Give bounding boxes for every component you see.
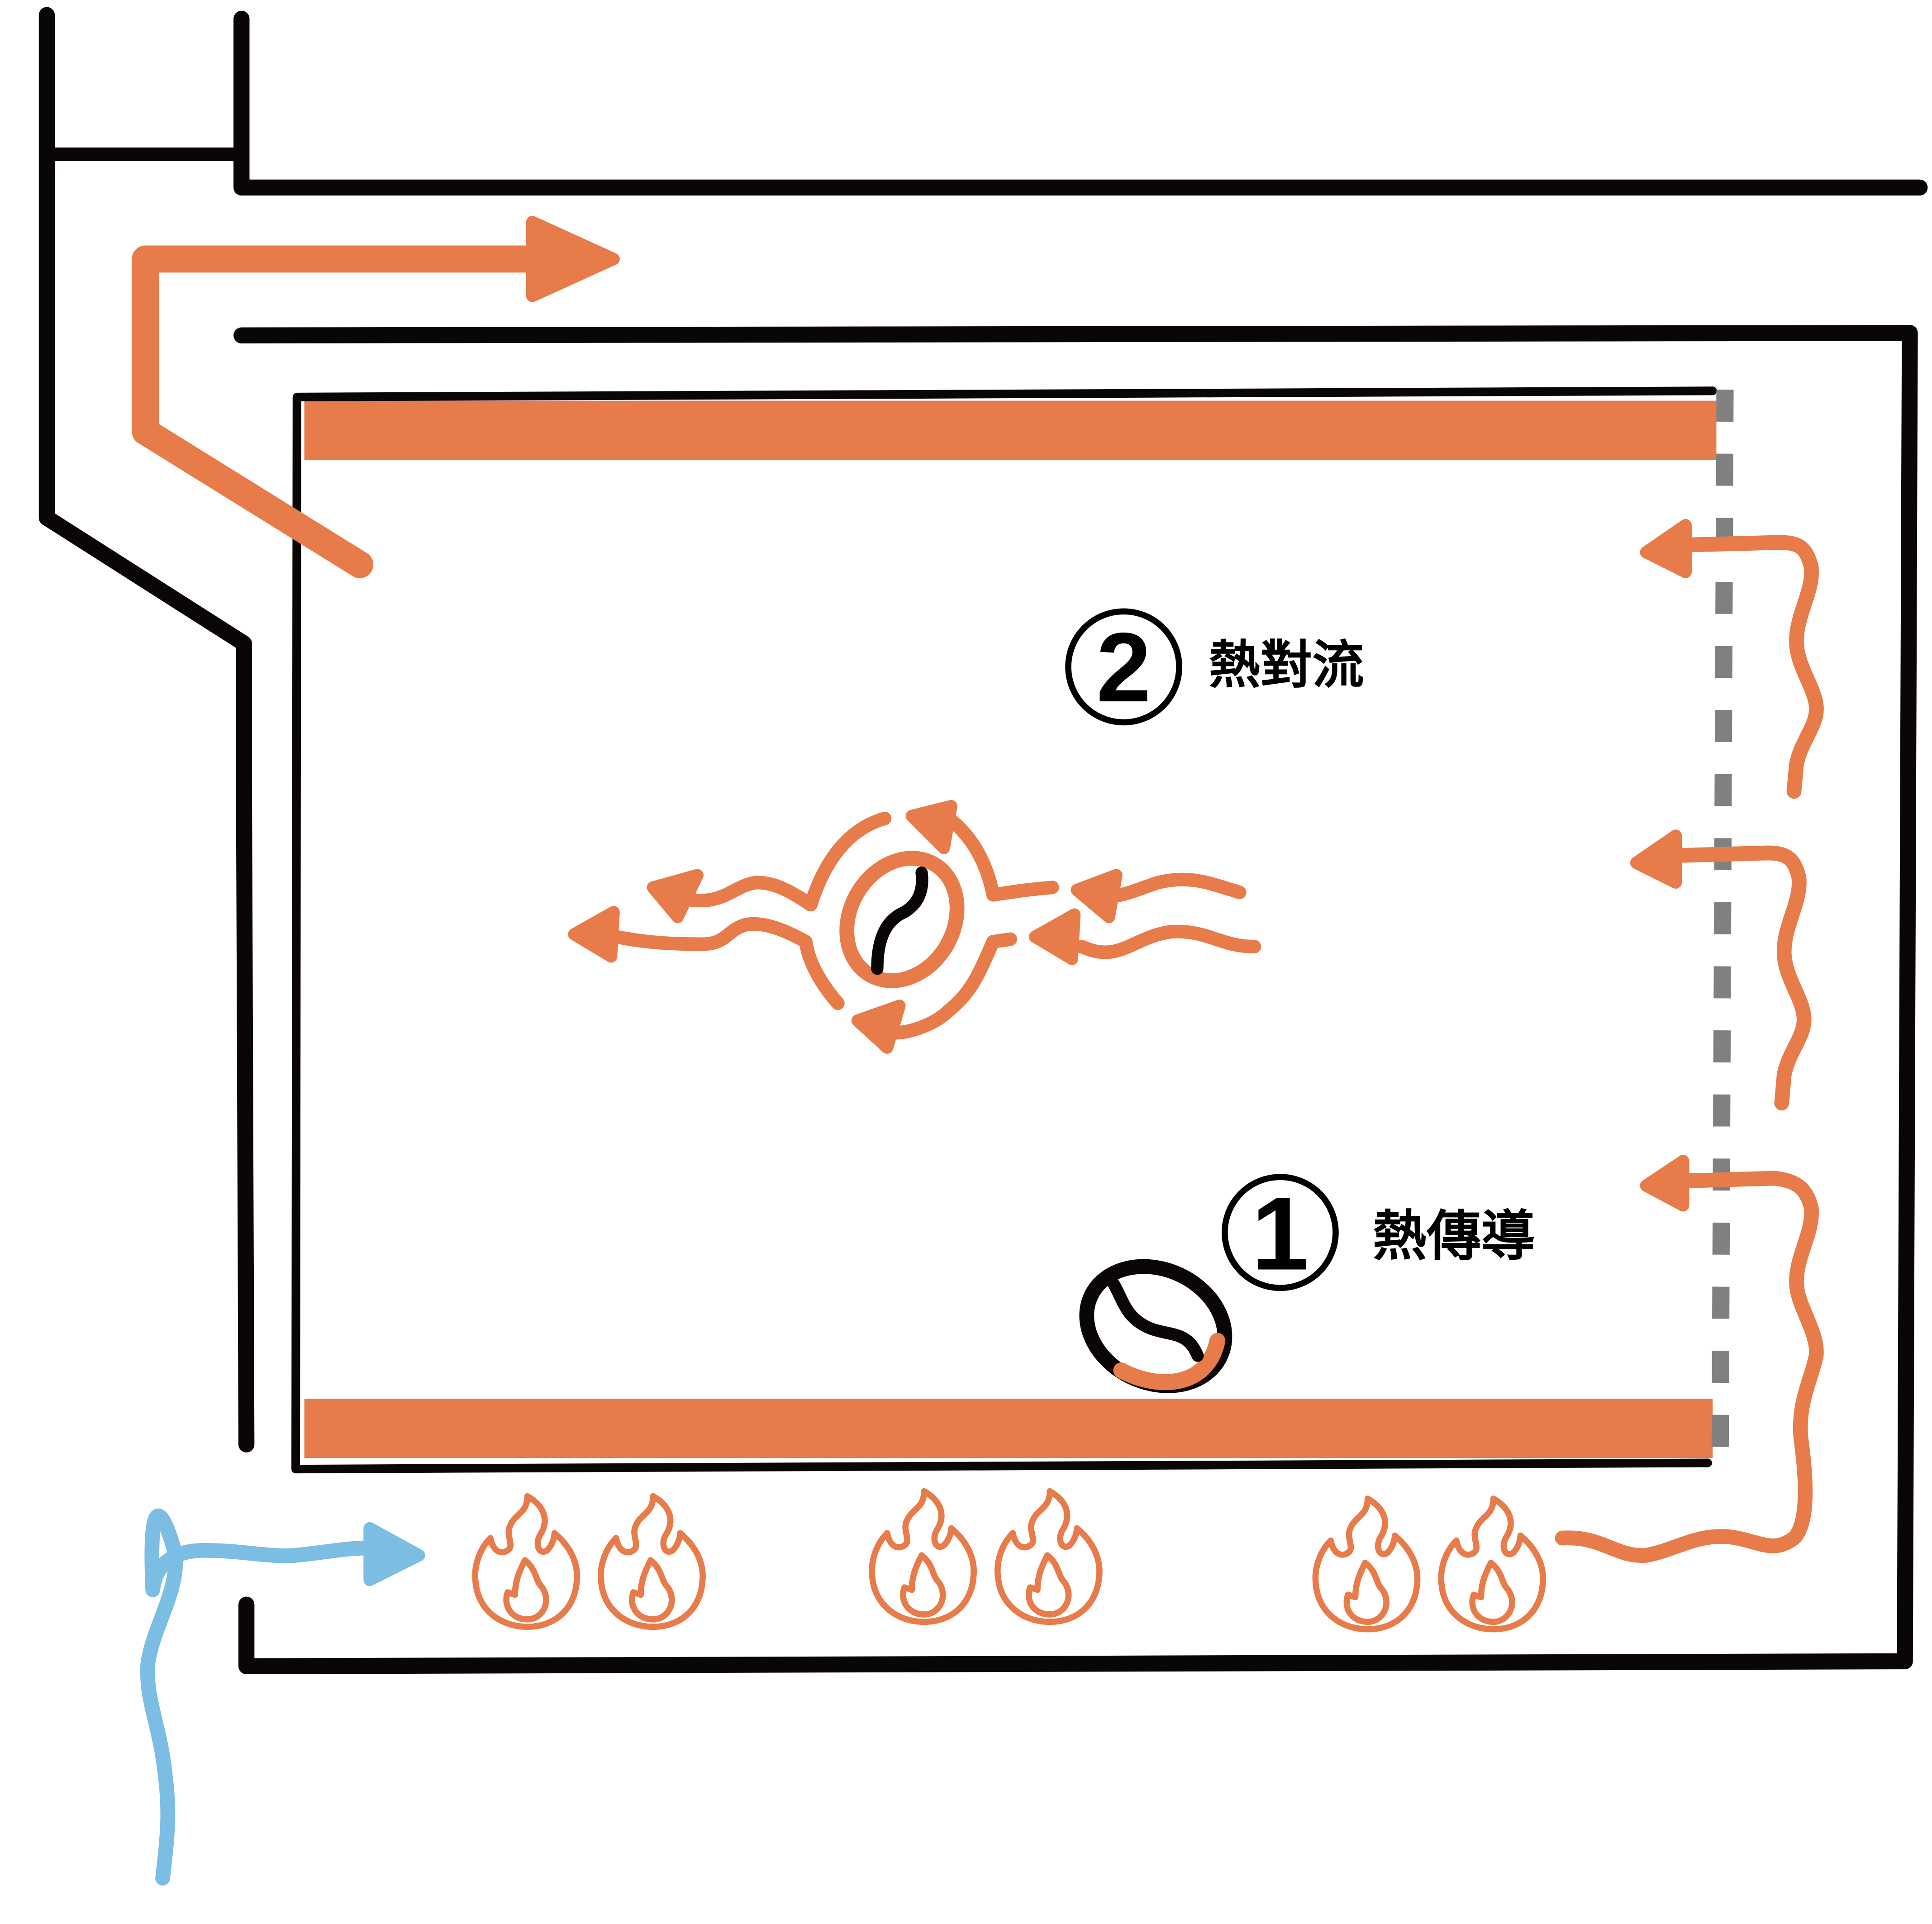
- drum-heat-band-bottom: [304, 1399, 1713, 1458]
- flame-icon: [998, 1491, 1099, 1622]
- flame-icon: [872, 1491, 974, 1622]
- convection-label-group: 2 熱對流: [1065, 608, 1364, 726]
- heat-flow-arrows-right: [1555, 519, 1824, 1563]
- number-badge: [1065, 608, 1182, 726]
- flame-icon: [601, 1496, 703, 1627]
- conduction-label: 熱傳導: [1373, 1205, 1535, 1268]
- coffee-bean-conduction: [1079, 1259, 1232, 1393]
- flame-icon: [1441, 1499, 1543, 1629]
- conduction-label-group: 1 熱傳導: [1222, 1174, 1535, 1291]
- convection-flow: [568, 800, 1261, 1054]
- convection-number: 2: [1096, 613, 1151, 723]
- roaster-body: [38, 7, 1928, 1675]
- flame-icon: [475, 1496, 577, 1627]
- convection-label: 熱對流: [1209, 635, 1364, 695]
- conduction-number: 1: [1252, 1176, 1309, 1291]
- drum: [291, 386, 1734, 1474]
- air-intake-arrow: [140, 1509, 425, 1886]
- perforated-drum-wall: [1711, 389, 1734, 1469]
- number-badge: [1222, 1174, 1339, 1291]
- exhaust-arrow: [132, 216, 620, 578]
- drum-heat-band-top: [304, 400, 1717, 460]
- flame-icon: [1315, 1499, 1417, 1629]
- coffee-bean-icon: [839, 851, 965, 988]
- burner-flames: [475, 1491, 1543, 1629]
